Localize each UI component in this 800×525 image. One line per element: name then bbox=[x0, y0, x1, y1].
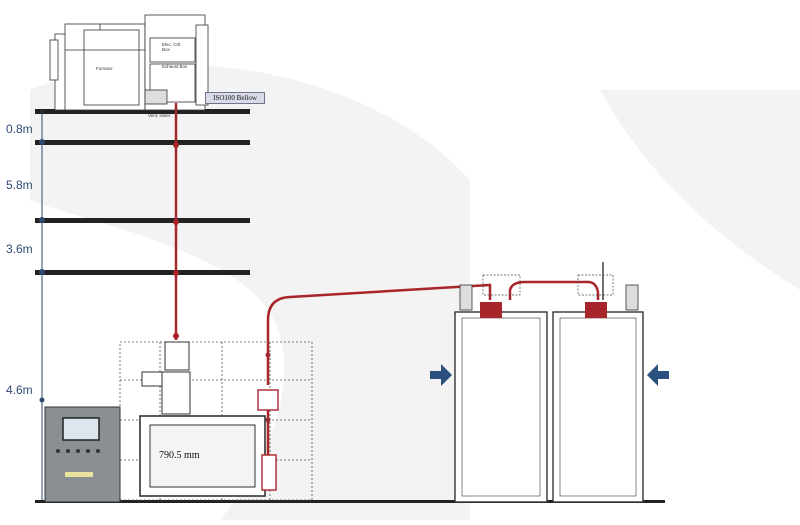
ground-line bbox=[35, 500, 665, 503]
scrubber-internals bbox=[139, 341, 279, 497]
height-dimension-line bbox=[39, 110, 45, 500]
dimension-label: 790.5 mm bbox=[157, 450, 202, 461]
overhead-duct-left bbox=[266, 283, 492, 385]
height-label-0-8m: 0.8m bbox=[6, 122, 33, 136]
storage-tank-right bbox=[552, 262, 644, 503]
exhaust-box-label: Exhaust Box bbox=[162, 64, 188, 69]
watermark-logo bbox=[30, 64, 800, 520]
arrow-right-icon bbox=[430, 364, 452, 386]
cabinet-label: Elec. Ctrl. Box bbox=[162, 42, 182, 52]
control-panel bbox=[44, 406, 121, 503]
furnace-label: Furnace bbox=[96, 66, 113, 71]
duct-joints bbox=[173, 142, 271, 423]
height-label-5-8m: 5.8m bbox=[6, 178, 33, 192]
storage-tank-left bbox=[454, 284, 548, 503]
tank-top-dashed-boxes bbox=[482, 274, 614, 296]
floor-slab-4 bbox=[35, 270, 250, 275]
control-panel-buttons bbox=[56, 449, 100, 453]
furnace-unit bbox=[49, 14, 209, 111]
floor-slab-top bbox=[35, 109, 250, 114]
control-panel-screen bbox=[62, 417, 100, 441]
overhead-duct-right bbox=[508, 280, 600, 300]
floor-slabs bbox=[35, 109, 665, 503]
height-label-4-6m: 4.6m bbox=[6, 383, 33, 397]
bellow-label: ISO100 Bellow bbox=[205, 92, 265, 104]
height-label-3-6m: 3.6m bbox=[6, 242, 33, 256]
floor-slab-2 bbox=[35, 140, 250, 145]
floor-slab-3 bbox=[35, 218, 250, 223]
arrow-left-icon bbox=[647, 364, 669, 386]
below-floor-label: Vent. lower bbox=[148, 113, 171, 118]
inlet-arrows bbox=[430, 364, 669, 386]
